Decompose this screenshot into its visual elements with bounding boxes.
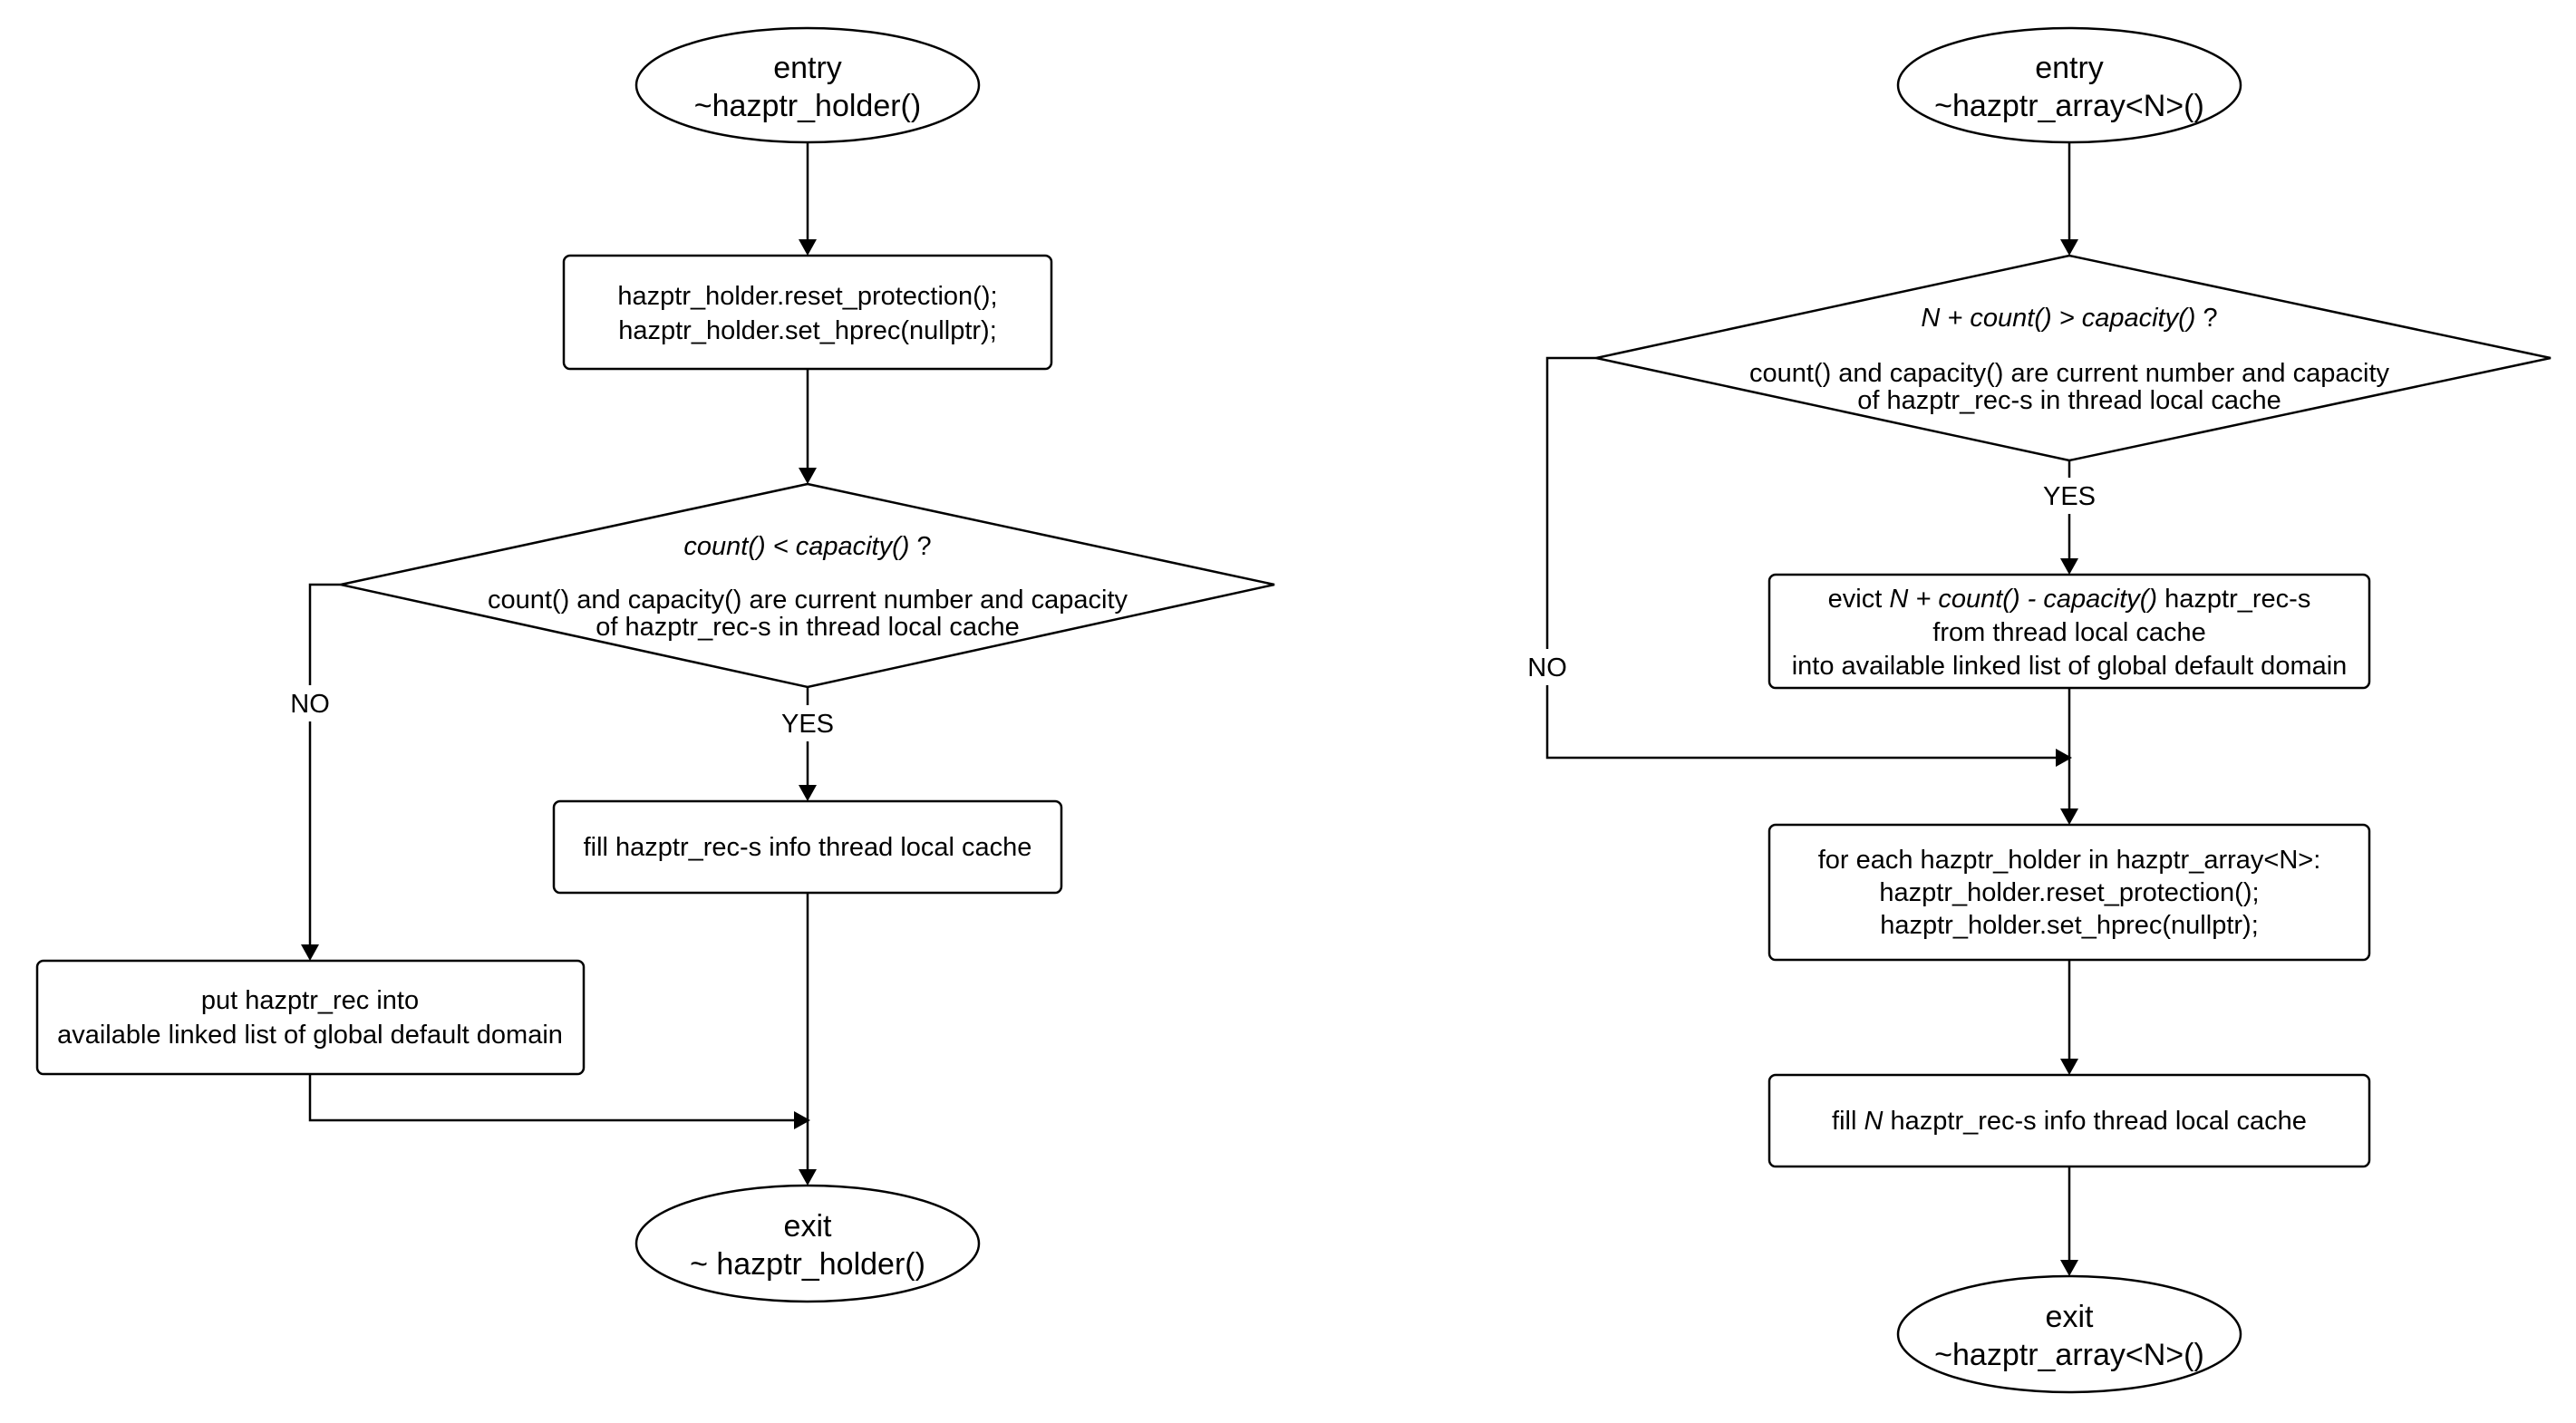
left-decision-condition: count() < capacity() ? <box>683 532 931 561</box>
right-evict-line2: from thread local cache <box>1932 618 2205 647</box>
left-decision-note-line2: of hazptr_rec-s in thread local cache <box>596 613 1019 642</box>
left-edge-no-branch <box>308 583 341 944</box>
left-arrowhead <box>799 239 817 256</box>
right-foreach-line3: hazptr_holder.set_hprec(nullptr); <box>1880 911 2259 940</box>
left-decision-note-line1: count() and capacity() are current numbe… <box>488 586 1128 615</box>
right-arrowhead <box>2060 808 2078 825</box>
right-no-label-bg <box>1524 649 1571 685</box>
left-flowchart: entry ~hazptr_holder() hazptr_holder.res… <box>35 26 1275 1303</box>
left-arrowhead <box>799 1169 817 1186</box>
left-fill-text: fill hazptr_rec-s info thread local cach… <box>584 833 1032 862</box>
left-put-line1: put hazptr_rec into <box>201 986 419 1015</box>
left-arrowhead <box>301 944 319 961</box>
right-yes-label: YES <box>2043 482 2096 511</box>
right-entry-ellipse <box>1896 26 2242 144</box>
left-exit-label: exit <box>784 1209 832 1244</box>
right-entry-node: entry ~hazptr_array<N>() <box>1896 26 2242 144</box>
left-put-line2: available linked list of global default … <box>57 1021 563 1050</box>
right-arrowhead <box>2056 749 2072 767</box>
right-decision-condition: N + count() > capacity() ? <box>1921 304 2217 333</box>
left-exit-node: exit ~ hazptr_holder() <box>634 1184 981 1303</box>
left-entry-ellipse <box>634 26 981 144</box>
right-exit-ellipse <box>1896 1274 2242 1394</box>
right-flowchart: entry ~hazptr_array<N>() N + count() > c… <box>1524 26 2552 1394</box>
right-arrowhead <box>2060 239 2078 256</box>
left-decision-node: count() < capacity() ? count() and capac… <box>340 482 1275 689</box>
right-exit-node: exit ~hazptr_array<N>() <box>1896 1274 2242 1394</box>
left-yes-label: YES <box>781 710 834 739</box>
left-fill-box: fill hazptr_rec-s info thread local cach… <box>552 799 1063 895</box>
right-evict-line1: evict N + count() - capacity() hazptr_re… <box>1828 585 2311 614</box>
left-exit-function: ~ hazptr_holder() <box>690 1247 925 1282</box>
right-foreach-line1: for each hazptr_holder in hazptr_array<N… <box>1818 846 2321 875</box>
right-evict-box: evict N + count() - capacity() hazptr_re… <box>1767 573 2371 690</box>
left-arrowhead <box>794 1111 810 1129</box>
left-no-label-bg <box>286 685 334 721</box>
right-edge-no-branch <box>1545 356 2056 760</box>
left-reset-line2: hazptr_holder.set_hprec(nullptr); <box>618 316 997 345</box>
right-decision-note-line2: of hazptr_rec-s in thread local cache <box>1857 386 2281 415</box>
left-arrowhead <box>799 468 817 484</box>
right-evict-line3: into available linked list of global def… <box>1792 652 2348 681</box>
right-fill-text: fill N hazptr_rec-s info thread local ca… <box>1832 1107 2307 1136</box>
right-arrowhead <box>2060 1260 2078 1276</box>
left-entry-function: ~hazptr_holder() <box>694 89 921 123</box>
right-exit-label: exit <box>2046 1300 2094 1334</box>
left-entry-label: entry <box>773 51 842 85</box>
left-put-box: put hazptr_rec into available linked lis… <box>35 959 586 1076</box>
right-foreach-box: for each hazptr_holder in hazptr_array<N… <box>1767 823 2371 962</box>
right-no-label: NO <box>1527 653 1567 682</box>
left-no-label: NO <box>290 690 330 719</box>
left-reset-rect <box>562 254 1053 371</box>
left-yes-label-bg <box>776 705 839 741</box>
right-exit-function: ~hazptr_array<N>() <box>1934 1338 2204 1372</box>
left-entry-node: entry ~hazptr_holder() <box>634 26 981 144</box>
left-edge-put-merge <box>308 1074 794 1122</box>
right-decision-note-line1: count() and capacity() are current numbe… <box>1749 359 2390 388</box>
right-entry-label: entry <box>2035 51 2104 85</box>
left-reset-box: hazptr_holder.reset_protection(); hazptr… <box>562 254 1053 371</box>
left-arrowhead <box>799 785 817 801</box>
right-foreach-line2: hazptr_holder.reset_protection(); <box>1879 878 2259 907</box>
right-decision-diamond <box>1595 254 2552 462</box>
left-exit-ellipse <box>634 1184 981 1303</box>
right-entry-function: ~hazptr_array<N>() <box>1934 89 2204 123</box>
right-arrowhead <box>2060 1059 2078 1075</box>
right-yes-label-bg <box>2038 478 2101 514</box>
right-fill-box: fill N hazptr_rec-s info thread local ca… <box>1767 1073 2371 1168</box>
right-decision-node: N + count() > capacity() ? count() and c… <box>1595 254 2552 462</box>
left-put-rect <box>35 959 586 1076</box>
right-arrowhead <box>2060 558 2078 575</box>
left-reset-line1: hazptr_holder.reset_protection(); <box>617 282 997 311</box>
